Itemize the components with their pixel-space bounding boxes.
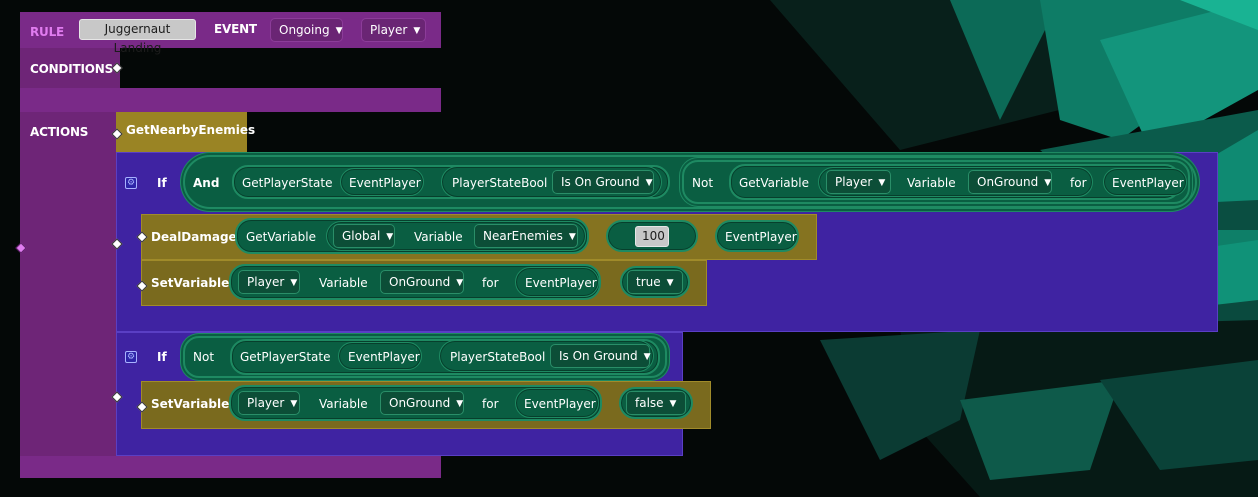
and-keyword: And [193, 176, 220, 190]
event-player-label: EventPlayer [1112, 176, 1184, 190]
deal-damage-label: DealDamage [151, 230, 237, 244]
conditions-label: CONDITIONS [30, 62, 114, 76]
caret-down-icon: ▼ [1044, 177, 1052, 188]
conditions-end-bar [20, 88, 441, 112]
bool-dropdown[interactable]: false ▼ [626, 391, 686, 415]
get-variable-label: GetVariable [246, 230, 316, 244]
variable-dropdown[interactable]: OnGround ▼ [380, 391, 464, 415]
caret-down-icon: ▼ [666, 277, 674, 288]
variable-dropdown[interactable]: NearEnemies ▼ [474, 224, 578, 248]
variable-dropdown[interactable]: OnGround ▼ [380, 270, 464, 294]
variable-value: OnGround [389, 396, 451, 410]
bool-value: true [636, 275, 661, 289]
caret-down-icon: ▼ [878, 177, 886, 188]
state-bool-value: Is On Ground [561, 175, 640, 189]
if-1-keyword: If [157, 176, 167, 190]
state-bool-value: Is On Ground [559, 349, 638, 363]
caret-down-icon: ▼ [290, 277, 298, 288]
event-player-pill[interactable] [338, 342, 422, 370]
get-variable-label: GetVariable [739, 176, 809, 190]
variable-label: Variable [319, 397, 368, 411]
get-player-state-label: GetPlayerState [240, 350, 331, 364]
actions-label: ACTIONS [30, 125, 89, 139]
variable-label: Variable [414, 230, 463, 244]
rule-label: RULE [30, 25, 65, 39]
variable-dropdown[interactable]: OnGround ▼ [968, 170, 1052, 194]
caret-down-icon: ▼ [413, 25, 421, 36]
not-keyword: Not [193, 350, 215, 364]
variable-label: Variable [907, 176, 956, 190]
event-dropdown[interactable]: Ongoing ▼ [270, 18, 343, 42]
caret-down-icon: ▼ [669, 398, 677, 409]
event-label: EVENT [214, 22, 257, 36]
gear-icon[interactable]: ⚙ [125, 177, 137, 189]
variable-value: NearEnemies [483, 229, 563, 243]
event-player-pill[interactable] [515, 267, 599, 297]
gear-icon[interactable]: ⚙ [125, 351, 137, 363]
event-player-pill[interactable] [515, 388, 599, 418]
player-dropdown[interactable]: Player ▼ [238, 391, 300, 415]
caret-down-icon: ▼ [335, 25, 343, 36]
event-player-label: EventPlayer [349, 176, 421, 190]
caret-down-icon: ▼ [386, 231, 394, 242]
state-bool-dropdown[interactable]: Is On Ground ▼ [550, 344, 651, 368]
damage-amount-input[interactable]: 100 [635, 226, 669, 247]
bool-dropdown[interactable]: true ▼ [627, 270, 683, 294]
caret-down-icon: ▼ [643, 351, 651, 362]
player-state-bool-label: PlayerStateBool [450, 350, 546, 364]
caret-down-icon: ▼ [568, 231, 576, 242]
player-dropdown[interactable]: Player ▼ [238, 270, 300, 294]
for-label: for [482, 397, 499, 411]
event-player-pill[interactable] [1103, 168, 1187, 196]
caret-down-icon: ▼ [290, 398, 298, 409]
set-variable-label: SetVariable [151, 397, 230, 411]
global-dropdown[interactable]: Global ▼ [333, 224, 395, 248]
global-value: Global [342, 229, 381, 243]
player-value: Player [247, 396, 285, 410]
bool-value: false [635, 396, 664, 410]
for-label: for [482, 276, 499, 290]
conditions-row [20, 48, 120, 88]
team-dropdown[interactable]: Player ▼ [361, 18, 426, 42]
if-2-keyword: If [157, 350, 167, 364]
event-value: Ongoing [279, 23, 330, 37]
event-player-label: EventPlayer [725, 230, 797, 244]
caret-down-icon: ▼ [645, 177, 653, 188]
rule-footer-bar [20, 456, 441, 478]
team-value: Player [370, 23, 408, 37]
variable-label: Variable [319, 276, 368, 290]
event-player-pill[interactable] [715, 220, 799, 252]
caret-down-icon: ▼ [456, 398, 464, 409]
for-label: for [1070, 176, 1087, 190]
not-keyword: Not [692, 176, 714, 190]
event-player-pill[interactable] [340, 168, 424, 196]
get-player-state-label: GetPlayerState [242, 176, 333, 190]
player-state-bool-label: PlayerStateBool [452, 176, 548, 190]
state-bool-dropdown[interactable]: Is On Ground ▼ [552, 170, 654, 194]
event-player-label: EventPlayer [348, 350, 420, 364]
player-value: Player [835, 175, 873, 189]
event-player-label: EventPlayer [524, 397, 596, 411]
set-variable-label: SetVariable [151, 276, 230, 290]
rule-name-input[interactable]: Juggernaut Landing [79, 19, 196, 55]
get-nearby-enemies-label: GetNearbyEnemies [126, 123, 256, 137]
caret-down-icon: ▼ [456, 277, 464, 288]
get-nearby-enemies-block[interactable] [116, 112, 247, 152]
variable-value: OnGround [389, 275, 451, 289]
player-dropdown[interactable]: Player ▼ [826, 170, 891, 194]
variable-value: OnGround [977, 175, 1039, 189]
event-player-label: EventPlayer [525, 276, 597, 290]
player-value: Player [247, 275, 285, 289]
